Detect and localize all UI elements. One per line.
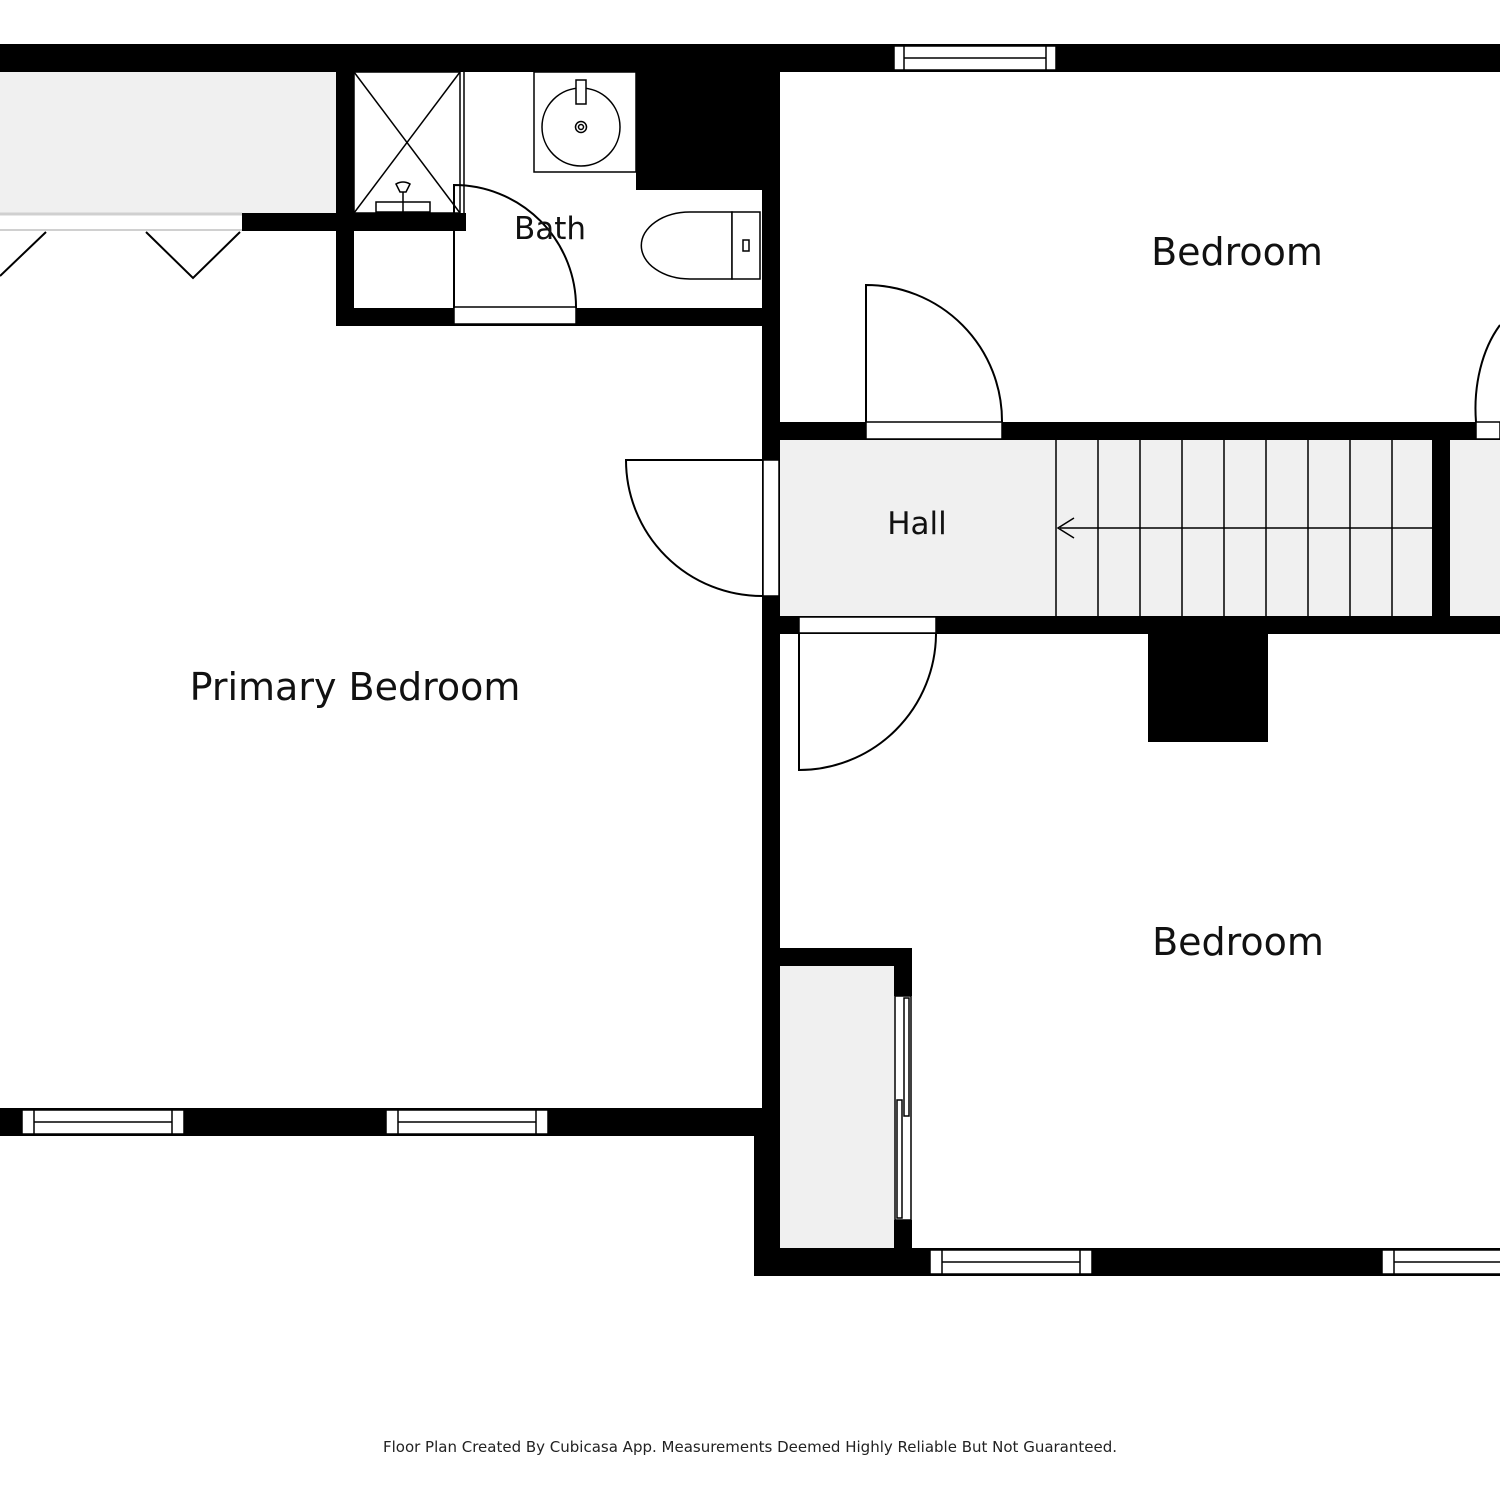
wall-bottom-right (754, 1248, 1500, 1276)
closet-bottom (780, 966, 894, 1248)
wall-center-vertical (762, 44, 780, 1276)
wall-closet-bottom (242, 213, 466, 231)
wall-closet-right (336, 44, 354, 326)
wall-closet-top (780, 948, 912, 966)
closet-top-left (0, 72, 336, 214)
door-bedroom-bottom-threshold (798, 616, 937, 634)
label-hall: Hall (887, 506, 947, 542)
sink (533, 71, 637, 173)
wall-hall-divider (1432, 422, 1450, 634)
label-primary-bedroom: Primary Bedroom (190, 665, 521, 709)
window-bedroom-bottom-left (929, 1249, 1093, 1275)
door-bedroom-top-swing (865, 283, 1004, 423)
door-bath-swing (453, 183, 578, 309)
door-bedroom-bottom-swing (798, 633, 937, 772)
window-bedroom-bottom-right (1381, 1249, 1500, 1275)
hall-right-floor (1450, 440, 1500, 616)
stairs-arrow-icon (1056, 517, 1075, 539)
label-bedroom-bottom: Bedroom (1152, 920, 1324, 964)
wall-closet-side-bottom (894, 1220, 912, 1276)
wall-hall-bottom (780, 616, 1500, 634)
shower (353, 71, 465, 214)
window-top (893, 45, 1057, 71)
window-primary-right (385, 1109, 549, 1135)
window-primary-left (21, 1109, 185, 1135)
door-primary-swing (624, 459, 763, 597)
toilet (640, 211, 761, 280)
door-right-swing (1474, 324, 1500, 423)
footer-note: Floor Plan Created By Cubicasa App. Meas… (382, 1438, 1118, 1456)
door-bath-threshold (453, 306, 577, 325)
door-swings (453, 183, 1500, 772)
label-bath: Bath (514, 211, 586, 247)
label-bedroom-top: Bedroom (1151, 230, 1323, 274)
door-right-threshold (1475, 421, 1500, 440)
stairs (1055, 440, 1432, 616)
windows (21, 45, 1500, 1275)
pillar-bedroom (1148, 634, 1268, 742)
closet-sliding-doors (896, 997, 910, 1219)
closet-bifold-doors (0, 212, 242, 280)
door-primary-threshold (762, 459, 780, 597)
wall-closet-side-top (894, 948, 912, 996)
door-bedroom-top-threshold (865, 421, 1003, 440)
wall-top-right (780, 44, 1500, 72)
shower-faucet-icon (375, 181, 431, 213)
chimney-block (636, 44, 780, 190)
